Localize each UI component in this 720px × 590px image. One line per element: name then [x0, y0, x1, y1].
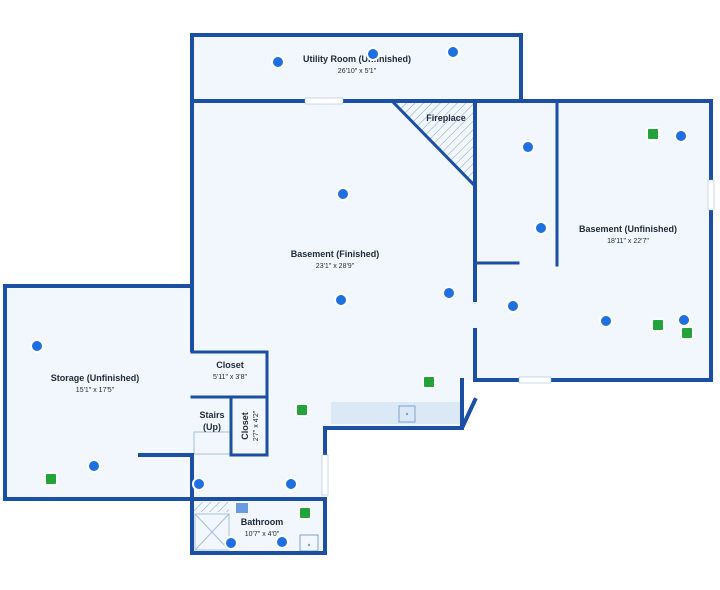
basement-unfinished-label: Basement (Unfinished) — [579, 224, 677, 234]
utility-door-gap — [304, 97, 344, 105]
blue-marker[interactable] — [677, 313, 691, 327]
shower-fixture — [194, 513, 230, 551]
basement-unfinished-dims: 18'11" x 22'7" — [607, 238, 649, 245]
green-marker[interactable] — [44, 472, 58, 486]
sink-fixture — [398, 405, 416, 423]
green-marker[interactable] — [422, 375, 436, 389]
blue-marker[interactable] — [446, 45, 460, 59]
right-window-gap — [707, 179, 715, 211]
interior-walls — [190, 98, 559, 555]
shower-diagonal-2 — [194, 513, 230, 551]
basement-unfinished-floor — [475, 101, 711, 379]
blue-marker[interactable] — [366, 47, 380, 61]
blue-marker[interactable] — [521, 140, 535, 154]
green-marker[interactable] — [646, 127, 660, 141]
basement-finished-label: Basement (Finished) — [291, 249, 380, 259]
closet-1-dims: 5'11" x 3'8" — [213, 374, 247, 381]
stairs-label-line2: (Up) — [203, 422, 221, 432]
green-marker[interactable] — [651, 318, 665, 332]
utility-room-floor — [192, 35, 521, 101]
basement-finished-floor — [192, 101, 475, 455]
blue-marker[interactable] — [442, 286, 456, 300]
bathroom-hatch — [193, 502, 229, 512]
utility-room-label: Utility Room (Unfinished) — [303, 54, 411, 64]
basement-finished-dims: 23'1" x 28'9" — [316, 263, 355, 270]
green-marker[interactable] — [680, 326, 694, 340]
storage-label: Storage (Unfinished) — [51, 373, 140, 383]
blue-marker[interactable] — [506, 299, 520, 313]
blue-marker[interactable] — [271, 55, 285, 69]
hall-floor — [140, 455, 325, 499]
counter — [331, 402, 462, 424]
sink-drain — [405, 412, 409, 416]
utility-room-dims: 26'10" x 5'1" — [338, 68, 377, 75]
blue-marker[interactable] — [87, 459, 101, 473]
blue-marker[interactable] — [674, 129, 688, 143]
blue-marker[interactable] — [599, 314, 613, 328]
toilet-fixture — [236, 503, 248, 513]
storage-dims: 15'1" x 17'5" — [76, 387, 115, 394]
blue-marker[interactable] — [192, 477, 206, 491]
blue-marker[interactable] — [534, 221, 548, 235]
green-marker[interactable] — [295, 403, 309, 417]
stairs-label-line1: Stairs — [199, 410, 224, 420]
blue-marker[interactable] — [284, 477, 298, 491]
bath-drain — [307, 543, 311, 547]
closet-2-label: Closet — [240, 412, 250, 440]
green-marker[interactable] — [298, 506, 312, 520]
blue-marker[interactable] — [30, 339, 44, 353]
blue-marker[interactable] — [334, 293, 348, 307]
blue-marker[interactable] — [336, 187, 350, 201]
bathroom-label: Bathroom — [241, 517, 284, 527]
blue-marker[interactable] — [224, 536, 238, 550]
bathroom-dims: 10'7" x 4'0" — [245, 531, 280, 538]
basement-window-gap — [518, 376, 552, 384]
blue-marker[interactable] — [275, 535, 289, 549]
hall-door-gap — [321, 454, 329, 496]
fireplace-label: Fireplace — [426, 113, 466, 123]
closet-1-label: Closet — [216, 360, 244, 370]
floor-fills — [5, 35, 711, 553]
closet-2-dims: 2'7" x 4'2" — [253, 410, 260, 441]
green-markers — [44, 127, 694, 520]
